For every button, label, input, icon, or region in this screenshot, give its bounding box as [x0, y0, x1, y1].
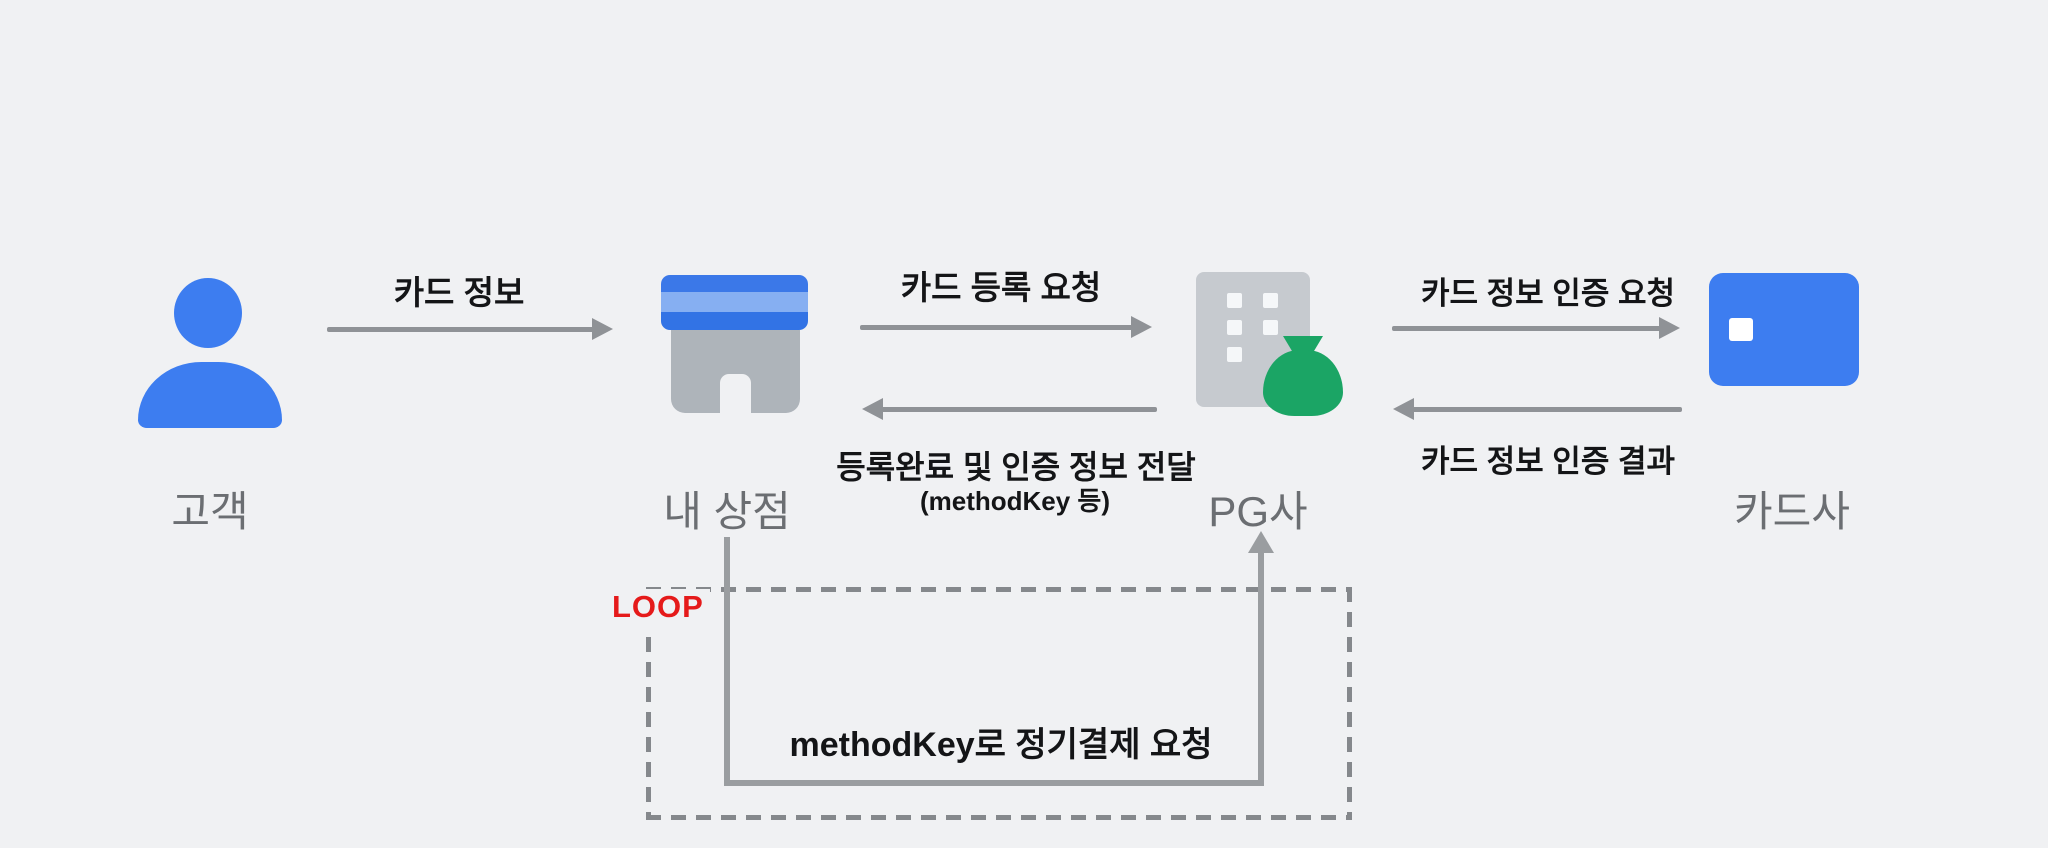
arrow-shaft [1411, 407, 1682, 412]
arrow-customer-to-store [327, 317, 613, 341]
arrow-head-icon [1659, 317, 1680, 339]
card-info-message: 카드 정보 [393, 274, 525, 311]
arrow-store-to-pg [860, 315, 1152, 339]
card-verify-request-message: 카드 정보 인증 요청 [1421, 276, 1675, 311]
arrow-shaft [327, 327, 595, 332]
loop-box-top-edge [646, 587, 1352, 592]
person-body-icon [138, 362, 282, 428]
loop-box-right-edge [1347, 587, 1352, 820]
arrow-pg-to-store [862, 397, 1157, 421]
loop-line-up [1258, 553, 1264, 786]
arrow-shaft [1392, 326, 1662, 331]
arrow-head-icon [1131, 316, 1152, 338]
building-window-icon [1227, 320, 1242, 335]
store-awning-icon [661, 275, 808, 330]
store-label: 내 상점 [663, 488, 791, 535]
loop-arrow-head-icon [1248, 531, 1274, 553]
person-head-icon [174, 278, 242, 348]
loop-box-left-edge [646, 587, 651, 820]
register-complete-note: (methodKey 등) [919, 486, 1111, 516]
arrow-head-icon [862, 398, 883, 420]
arrow-pg-to-card [1392, 316, 1680, 340]
pg-label: PG사 [1208, 488, 1308, 535]
loop-line-down [724, 537, 730, 786]
arrow-shaft [880, 407, 1157, 412]
register-complete-message: 등록완료 및 인증 정보 전달 [836, 449, 1196, 485]
recurring-payment-request-message: methodKey로 정기결제 요청 [789, 726, 1213, 764]
loop-box-bottom-edge [646, 815, 1352, 820]
money-bag-neck-icon [1283, 336, 1323, 354]
arrow-head-icon [592, 318, 613, 340]
card-chip-icon [1729, 318, 1753, 341]
arrow-card-to-pg [1393, 397, 1682, 421]
building-window-icon [1227, 347, 1242, 362]
building-window-icon [1227, 293, 1242, 308]
card-verify-result-message: 카드 정보 인증 결과 [1421, 444, 1675, 479]
card-company-label: 카드사 [1734, 488, 1850, 535]
store-door-icon [720, 374, 751, 413]
loop-label: LOOP [610, 589, 710, 628]
building-window-icon [1263, 293, 1278, 308]
loop-line-across [724, 780, 1264, 786]
arrow-shaft [860, 325, 1134, 330]
customer-label: 고객 [171, 488, 249, 535]
card-register-request-message: 카드 등록 요청 [900, 269, 1102, 306]
arrow-head-icon [1393, 398, 1414, 420]
building-window-icon [1263, 320, 1278, 335]
money-bag-icon [1263, 350, 1343, 416]
